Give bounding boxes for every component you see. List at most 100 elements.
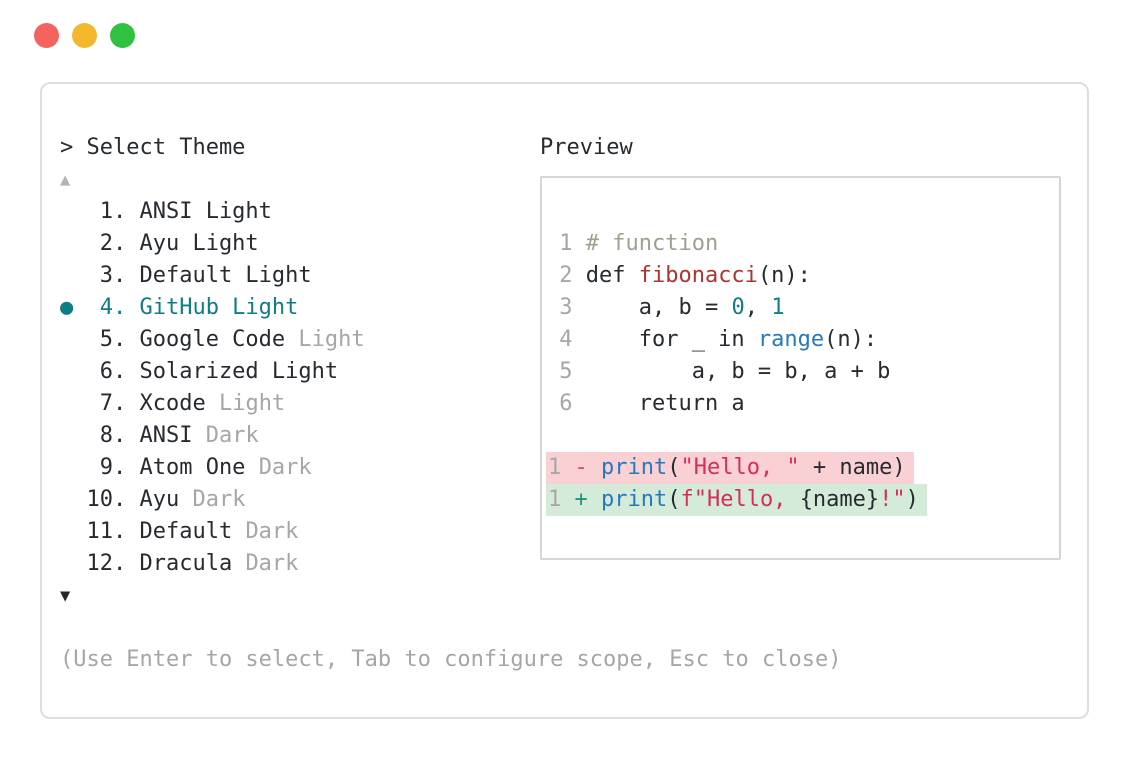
code-line-6: 6 return a <box>546 388 1051 420</box>
line-number: 1 <box>559 231 573 256</box>
minimize-button[interactable] <box>72 23 97 48</box>
code-line-3: 3 a, b = 0, 1 <box>546 292 1051 324</box>
theme-item-suffix: Dark <box>258 455 312 480</box>
code-token: (n): <box>824 327 878 352</box>
theme-item-number: 1 <box>99 199 113 224</box>
theme-item-number: 5 <box>99 327 113 352</box>
theme-item-xcode[interactable]: 7. Xcode Light <box>60 388 841 420</box>
theme-item-number: 3 <box>99 263 113 288</box>
zoom-button[interactable] <box>110 23 135 48</box>
code-token: # function <box>585 231 719 256</box>
prompt-title: > Select Theme <box>60 135 246 160</box>
code-token: for _ in <box>585 327 758 352</box>
theme-item-dracula[interactable]: 12. Dracula Dark <box>60 548 841 580</box>
theme-item-number: 7 <box>99 391 113 416</box>
theme-item-suffix: Dark <box>205 423 259 448</box>
diff-plus-sign: + <box>574 487 588 512</box>
diff-add-highlight: 1 + print(f"Hello, {name}!") <box>546 484 927 516</box>
code-token: (n): <box>757 263 811 288</box>
code-token: 0 <box>731 295 745 320</box>
code-token: ) <box>905 487 919 512</box>
theme-item-name: GitHub Light <box>139 295 299 320</box>
close-button[interactable] <box>34 23 59 48</box>
theme-item-name: ANSI Light <box>139 199 272 224</box>
theme-item-name: Google Code <box>139 327 286 352</box>
theme-item-ayu[interactable]: 10. Ayu Dark <box>60 484 841 516</box>
theme-item-name: Default <box>139 519 233 544</box>
line-number: 5 <box>559 359 573 384</box>
theme-list: 1. ANSI Light 2. Ayu Light 3. Default Li… <box>60 196 841 580</box>
code-token: print <box>600 487 668 512</box>
line-number: 1 <box>548 455 562 480</box>
theme-item-atom-one[interactable]: 9. Atom One Dark <box>60 452 841 484</box>
code-token: range <box>757 327 825 352</box>
code-token: ( <box>667 455 681 480</box>
line-number: 4 <box>559 327 573 352</box>
code-token: a, b = b, a + b <box>585 359 891 384</box>
line-number: 2 <box>559 263 573 288</box>
theme-item-ayu-light[interactable]: 2. Ayu Light <box>60 228 841 260</box>
theme-item-solarized-light[interactable]: 6. Solarized Light <box>60 356 841 388</box>
code-token: fibonacci <box>638 263 758 288</box>
code-line-5: 5 a, b = b, a + b <box>546 356 1051 388</box>
code-line-4: 4 for _ in range(n): <box>546 324 1051 356</box>
window-controls <box>34 23 135 48</box>
code-line-2: 2 def fibonacci(n): <box>546 260 1051 292</box>
theme-item-name: Ayu <box>139 487 180 512</box>
theme-item-name: Xcode <box>139 391 206 416</box>
theme-item-suffix: Dark <box>245 551 299 576</box>
code-token: + name) <box>799 455 906 480</box>
theme-item-suffix: Light <box>218 391 286 416</box>
line-number: 3 <box>559 295 573 320</box>
code-token: "Hello, " <box>680 455 800 480</box>
code-token: def <box>585 263 639 288</box>
preview-title: Preview <box>540 135 633 160</box>
scroll-down-icon[interactable]: ▼ <box>60 586 71 606</box>
code-token: ( <box>667 487 681 512</box>
theme-item-github-light[interactable]: ●4. GitHub Light <box>60 292 841 324</box>
theme-item-number: 2 <box>99 231 113 256</box>
code-token: {name} <box>799 487 880 512</box>
theme-item-name: Solarized Light <box>139 359 339 384</box>
theme-item-default-light[interactable]: 3. Default Light <box>60 260 841 292</box>
diff-add-line: 1 + print(f"Hello, {name}!") <box>546 484 1051 516</box>
theme-item-number: 12 <box>86 551 113 576</box>
theme-item-number: 6 <box>99 359 113 384</box>
diff-del-highlight: 1 - print("Hello, " + name) <box>546 452 914 484</box>
code-token: a, b = <box>585 295 732 320</box>
theme-item-name: Default Light <box>139 263 312 288</box>
theme-item-ansi[interactable]: 8. ANSI Dark <box>60 420 841 452</box>
code-line-1: 1 # function <box>546 228 1051 260</box>
theme-item-number: 4 <box>99 295 113 320</box>
theme-item-default[interactable]: 11. Default Dark <box>60 516 841 548</box>
theme-item-name: Atom One <box>139 455 246 480</box>
scroll-up-icon[interactable]: ▲ <box>60 170 71 190</box>
theme-item-number: 9 <box>99 455 113 480</box>
theme-item-suffix: Light <box>298 327 365 352</box>
code-token: !" <box>879 487 906 512</box>
selected-bullet-icon: ● <box>60 295 74 320</box>
diff-del-line: 1 - print("Hello, " + name) <box>546 452 1051 484</box>
code-token: 1 <box>771 295 785 320</box>
theme-item-name: Ayu Light <box>139 231 259 256</box>
code-token: f"Hello, <box>680 487 800 512</box>
code-token: print <box>600 455 668 480</box>
code-token: , <box>744 295 772 320</box>
theme-item-number: 8 <box>99 423 113 448</box>
theme-item-name: Dracula <box>139 551 233 576</box>
line-number: 6 <box>559 391 573 416</box>
blank-line <box>546 420 1051 452</box>
diff-minus-sign: - <box>574 455 588 480</box>
theme-item-suffix: Dark <box>245 519 299 544</box>
line-number: 1 <box>548 487 562 512</box>
theme-item-google-code[interactable]: 5. Google Code Light <box>60 324 841 356</box>
theme-picker-panel: > Select Theme ▲ 1. ANSI Light 2. Ayu Li… <box>40 82 1089 719</box>
code-token: return a <box>585 391 745 416</box>
help-text: (Use Enter to select, Tab to configure s… <box>60 647 842 672</box>
theme-item-ansi-light[interactable]: 1. ANSI Light <box>60 196 841 228</box>
theme-item-name: ANSI <box>139 423 193 448</box>
theme-item-suffix: Dark <box>192 487 246 512</box>
